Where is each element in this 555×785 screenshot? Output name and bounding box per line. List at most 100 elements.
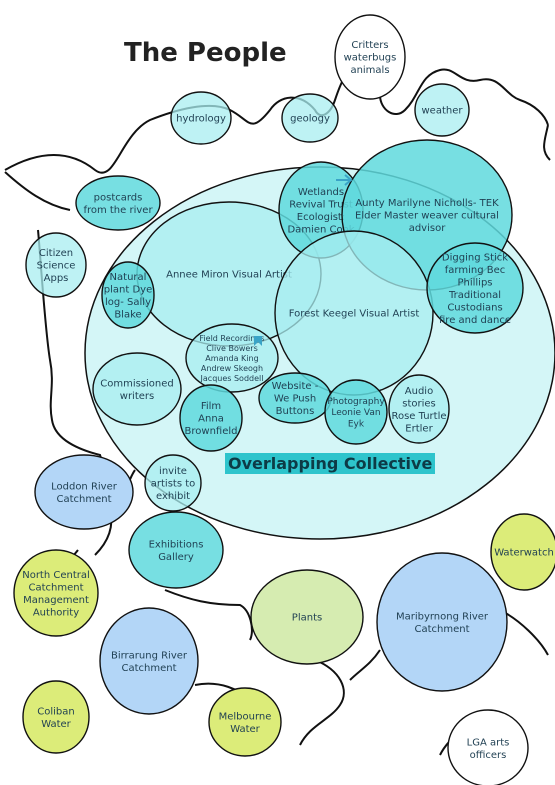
node-label: Andrew Skeogh: [201, 364, 263, 373]
node-label: We Push: [274, 394, 316, 405]
node-shape: [376, 552, 508, 692]
node-label: Traditional: [448, 290, 501, 301]
node-label: Ertler: [405, 423, 433, 434]
node-label: Critters: [351, 40, 388, 51]
node-shape: [128, 511, 224, 589]
node-label: Eyk: [348, 419, 365, 429]
node-label: Audio: [405, 386, 433, 397]
node-label: Phillips: [457, 277, 492, 288]
node-shape: [170, 91, 232, 145]
node-waterwatch[interactable]: Waterwatch: [490, 513, 555, 591]
node-label: officers: [470, 750, 507, 761]
node-label: Custodians: [447, 302, 502, 313]
node-label: Birrarung River: [111, 650, 188, 661]
node-label: log- Sally: [105, 297, 151, 308]
node-label: farming Bec: [445, 265, 505, 276]
node-label: Digging Stick: [442, 252, 508, 263]
node-label: Waterwatch: [494, 548, 554, 559]
node-shape: [99, 607, 199, 715]
node-label: Film: [201, 401, 221, 412]
node-label: Photography: [327, 397, 385, 407]
node-label: Commissioned: [100, 378, 174, 389]
node-shape: [144, 454, 202, 512]
node-hydrology[interactable]: hydrology: [170, 91, 232, 145]
node-label: Gallery: [158, 552, 194, 563]
node-label: weather: [422, 106, 464, 117]
node-forest-keegel[interactable]: Forest Keegel Visual Artist: [274, 230, 434, 396]
node-label: Annee Miron Visual Artist: [166, 270, 292, 281]
node-shape: [324, 379, 388, 445]
node-shape: [179, 384, 243, 452]
node-shape: [447, 709, 529, 785]
node-shape: [22, 680, 90, 754]
node-shape: [208, 687, 282, 757]
node-label: animals: [350, 65, 389, 76]
node-label: stories: [402, 398, 436, 409]
node-label: Wetlands: [298, 187, 344, 198]
node-label: Clive Bowers: [206, 344, 258, 353]
node-weather[interactable]: weather: [414, 83, 470, 137]
node-label: hydrology: [176, 114, 226, 125]
node-shape: [101, 261, 155, 329]
node-shape: [414, 83, 470, 137]
node-label: Authority: [33, 607, 79, 618]
node-shape: [13, 549, 99, 637]
node-label: Rose Turtle: [391, 411, 446, 422]
node-shape: [334, 14, 406, 100]
node-label: Apps: [44, 273, 69, 284]
node-shape: [75, 175, 161, 231]
arrow-icon: [336, 174, 353, 186]
node-label: Leonie Van: [331, 408, 380, 418]
node-label: Melbourne: [219, 711, 272, 722]
node-label: Catchment: [121, 663, 176, 674]
node-label: Anna: [198, 414, 224, 425]
node-label: Buttons: [276, 406, 315, 417]
node-geology[interactable]: geology: [281, 93, 339, 143]
node-label: waterbugs: [344, 53, 397, 64]
node-label: Catchment: [414, 624, 469, 635]
node-label: Jacques Soddell: [200, 374, 264, 383]
node-north-central[interactable]: North CentralCatchmentManagementAuthorit…: [13, 549, 99, 637]
node-shape: [92, 352, 182, 426]
node-shape: [388, 374, 450, 444]
node-label: Catchment: [28, 582, 83, 593]
node-label: geology: [290, 114, 330, 125]
node-label: Water: [41, 719, 71, 730]
node-label: Catchment: [56, 494, 111, 505]
node-label: Amanda King: [205, 354, 258, 363]
node-shape: [281, 93, 339, 143]
node-label: Management: [23, 595, 89, 606]
node-label: advisor: [409, 223, 447, 234]
node-shape: [25, 232, 87, 298]
node-label: artists to: [151, 479, 196, 490]
bookmark-icon: [254, 336, 262, 346]
node-label: postcards: [94, 192, 143, 203]
node-shape: [490, 513, 555, 591]
node-label: Loddon River: [51, 481, 118, 492]
node-shape: [250, 569, 364, 665]
node-digging-stick[interactable]: Digging Stick farming BecPhillipsTraditio…: [426, 242, 524, 334]
node-plants[interactable]: Plants: [250, 569, 364, 665]
node-label: Water: [230, 724, 260, 735]
node-label: Damien Cook: [287, 224, 354, 235]
overlapping-collective-label: Overlapping Collective: [225, 453, 436, 474]
